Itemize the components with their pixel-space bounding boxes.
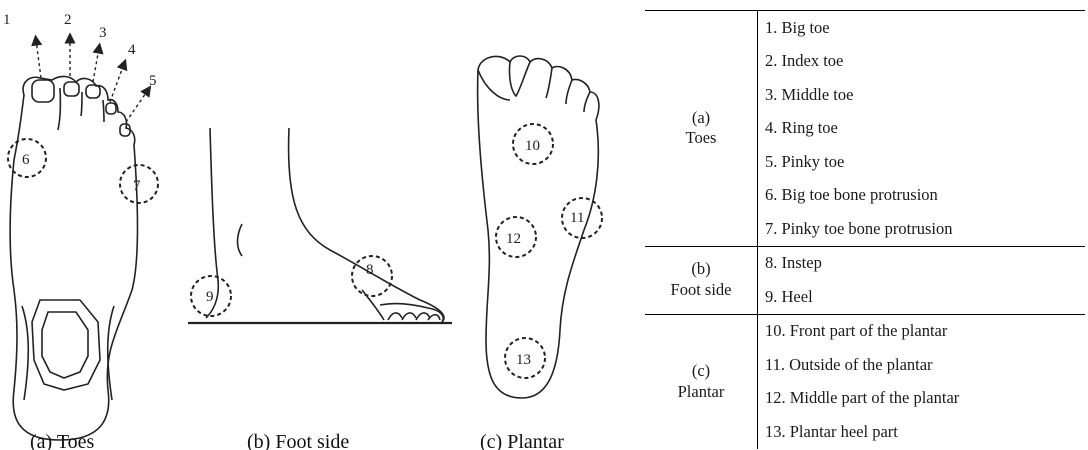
marker-5: 5 xyxy=(149,73,157,89)
marker-13: 13 xyxy=(516,352,531,368)
plantar-view xyxy=(478,56,602,398)
legend-category-label: (b) xyxy=(691,259,710,278)
legend-category-foot-side: (b) Foot side xyxy=(645,246,758,314)
legend-item: 10. Front part of the plantar xyxy=(758,314,1086,348)
legend-category-toes: (a) Toes xyxy=(645,11,758,247)
legend-item: 2. Index toe xyxy=(758,45,1086,79)
index-toe-nail xyxy=(64,82,79,96)
ring-toe-nail xyxy=(106,103,116,114)
legend-item: 12. Middle part of the plantar xyxy=(758,382,1086,416)
legend-item: 8. Instep xyxy=(758,246,1086,280)
caption-plantar: (c) Plantar xyxy=(480,431,564,450)
legend-item: 4. Ring toe xyxy=(758,112,1086,146)
legend-row: (a) Toes 1. Big toe xyxy=(645,11,1085,45)
caption-foot-side: (b) Foot side xyxy=(247,431,349,450)
legend-row: (b) Foot side 8. Instep xyxy=(645,246,1085,280)
marker-1: 1 xyxy=(3,12,11,28)
marker-12: 12 xyxy=(506,231,521,247)
legend-item: 7. Pinky toe bone protrusion xyxy=(758,212,1086,246)
legend-item: 11. Outside of the plantar xyxy=(758,348,1086,382)
foot-side-view xyxy=(188,128,452,323)
marker-2: 2 xyxy=(64,12,72,28)
side-instep-line xyxy=(289,128,444,322)
marker-6: 6 xyxy=(22,152,30,168)
legend-category-label: (c) xyxy=(692,361,710,380)
toes-view xyxy=(8,38,158,440)
big-toe-nail xyxy=(32,80,54,102)
legend-item: 5. Pinky toe xyxy=(758,145,1086,179)
legend-category-name: Foot side xyxy=(671,280,732,299)
marker-8: 8 xyxy=(366,262,374,278)
marker-4: 4 xyxy=(128,42,136,58)
ankle-bone-mark xyxy=(238,224,243,256)
legend-category-name: Toes xyxy=(686,128,717,147)
legend-table: (a) Toes 1. Big toe 2. Index toe 3. Midd… xyxy=(645,10,1085,449)
marker-10: 10 xyxy=(525,138,540,154)
legend-item: 6. Big toe bone protrusion xyxy=(758,179,1086,213)
legend-item: 3. Middle toe xyxy=(758,78,1086,112)
top-foot-outline xyxy=(10,76,137,440)
legend-category-name: Plantar xyxy=(678,382,725,401)
legend-category-label: (a) xyxy=(692,108,710,127)
legend-row: (c) Plantar 10. Front part of the planta… xyxy=(645,314,1085,348)
legend-item: 1. Big toe xyxy=(758,11,1086,45)
marker-7: 7 xyxy=(133,178,141,194)
foot-diagram: 1 2 3 4 5 6 7 8 9 10 11 xyxy=(0,0,640,450)
marker-11: 11 xyxy=(570,210,584,226)
marker-3: 3 xyxy=(99,25,107,41)
legend-item: 13. Plantar heel part xyxy=(758,415,1086,449)
pinky-toe-nail xyxy=(120,124,130,136)
legend-item: 9. Heel xyxy=(758,280,1086,314)
marker-9: 9 xyxy=(206,289,214,305)
plantar-outline xyxy=(478,56,599,398)
legend-category-plantar: (c) Plantar xyxy=(645,314,758,449)
middle-toe-nail xyxy=(86,85,100,98)
caption-toes: (a) Toes xyxy=(30,431,95,450)
